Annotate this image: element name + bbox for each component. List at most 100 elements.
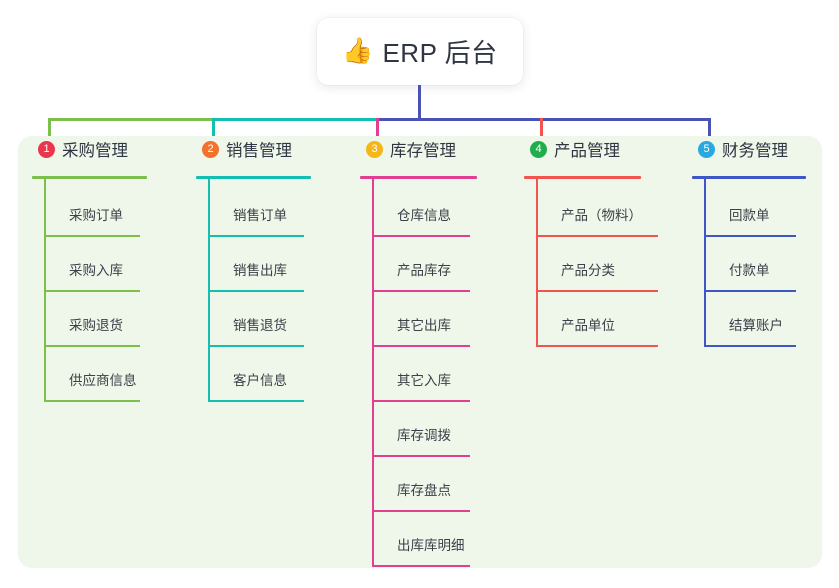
branch-item-label: 产品单位 [561, 318, 615, 333]
branch-header-5[interactable]: 5 财务管理 [692, 136, 839, 162]
branch-item[interactable]: 付款单 [704, 237, 796, 292]
branch-drop-4 [540, 118, 543, 152]
branch-title: 采购管理 [62, 142, 128, 160]
branch-item[interactable]: 库存盘点 [372, 457, 470, 512]
branch-item-label: 客户信息 [233, 373, 287, 388]
branch-item[interactable]: 其它出库 [372, 292, 470, 347]
branch-item-label: 销售出库 [233, 263, 287, 278]
bus-segment-2 [212, 118, 378, 121]
branch-item-label: 产品库存 [397, 263, 451, 278]
branch-item-underline [44, 345, 140, 347]
branch-item-label: 采购入库 [69, 263, 123, 278]
branch-item-label: 采购订单 [69, 208, 123, 223]
bus-segment-3 [376, 118, 710, 121]
branch-drop-5 [708, 118, 711, 152]
branch-number-badge: 3 [366, 140, 383, 158]
branch-item-underline [372, 455, 470, 457]
branch-item[interactable]: 结算账户 [704, 292, 796, 347]
branch-item-label: 产品分类 [561, 263, 615, 278]
branch-item-label: 产品（物料） [561, 208, 642, 223]
branch-item-underline [372, 345, 470, 347]
branch-item-label: 库存盘点 [397, 483, 451, 498]
branch-item-underline [536, 345, 658, 347]
branch-number-badge: 1 [38, 140, 55, 158]
branch-item-underline [372, 510, 470, 512]
branch-item-label: 出库库明细 [397, 538, 465, 553]
branch-header-2[interactable]: 2 销售管理 [196, 136, 351, 162]
branch-item[interactable]: 销售订单 [208, 182, 304, 237]
branch-header-4[interactable]: 4 产品管理 [524, 136, 681, 162]
branch-item-underline [372, 290, 470, 292]
branch-drop-2 [212, 118, 215, 152]
branch-item-underline [208, 400, 304, 402]
branch-item[interactable]: 产品（物料） [536, 182, 658, 237]
branch-item-underline [208, 290, 304, 292]
branch-header-underline [692, 176, 806, 179]
branch-item-label: 库存调拨 [397, 428, 451, 443]
branch-title: 产品管理 [554, 142, 620, 160]
branch-item[interactable]: 客户信息 [208, 347, 304, 402]
branch-item-underline [372, 235, 470, 237]
branches-panel: 1 采购管理采购订单采购入库采购退货供应商信息 2 销售管理销售订单销售出库销售退货客… [18, 136, 822, 568]
branch-drop-3 [376, 118, 379, 152]
branch-item[interactable]: 产品单位 [536, 292, 658, 347]
branch-item[interactable]: 采购入库 [44, 237, 140, 292]
branch-column-2: 2 销售管理销售订单销售出库销售退货客户信息 [196, 136, 351, 402]
branch-item-underline [208, 235, 304, 237]
branch-item-label: 销售退货 [233, 318, 287, 333]
root-node-title: ERP 后台 [382, 38, 498, 68]
branch-item[interactable]: 采购订单 [44, 182, 140, 237]
branch-header-underline [360, 176, 477, 179]
branch-item-underline [704, 290, 796, 292]
branch-item-label: 销售订单 [233, 208, 287, 223]
branch-item-label: 回款单 [729, 208, 770, 223]
branch-title: 财务管理 [722, 142, 788, 160]
branch-item-underline [536, 290, 658, 292]
branch-header-3[interactable]: 3 库存管理 [360, 136, 517, 162]
branch-item[interactable]: 出库库明细 [372, 512, 470, 567]
branch-number-badge: 2 [202, 140, 219, 158]
branch-item-label: 结算账户 [729, 318, 783, 333]
branch-column-1: 1 采购管理采购订单采购入库采购退货供应商信息 [32, 136, 187, 402]
branch-item[interactable]: 仓库信息 [372, 182, 470, 237]
branch-title: 库存管理 [390, 142, 456, 160]
branch-title: 销售管理 [226, 142, 292, 160]
branch-item-underline [372, 400, 470, 402]
branch-column-5: 5 财务管理回款单付款单结算账户 [692, 136, 839, 347]
branch-item-label: 其它入库 [397, 373, 451, 388]
branch-header-underline [524, 176, 641, 179]
branch-item[interactable]: 采购退货 [44, 292, 140, 347]
branch-header-underline [32, 176, 147, 179]
branch-item-underline [44, 235, 140, 237]
root-node-card[interactable]: 👍 ERP 后台 [317, 18, 523, 85]
branch-header-1[interactable]: 1 采购管理 [32, 136, 187, 162]
branch-number-badge: 4 [530, 140, 547, 158]
branch-spine [372, 179, 374, 567]
branch-item-underline [208, 345, 304, 347]
branch-item-underline [704, 345, 796, 347]
branch-item[interactable]: 产品库存 [372, 237, 470, 292]
branch-column-4: 4 产品管理产品（物料） 产品分类产品单位 [524, 136, 681, 347]
branch-header-underline [196, 176, 311, 179]
root-trunk-line [418, 85, 421, 121]
branch-spine [536, 179, 538, 347]
branch-item[interactable]: 库存调拨 [372, 402, 470, 457]
branch-item-underline [44, 400, 140, 402]
bus-segment-1 [48, 118, 214, 121]
branch-item[interactable]: 销售退货 [208, 292, 304, 347]
branch-item-underline [44, 290, 140, 292]
branch-item[interactable]: 供应商信息 [44, 347, 140, 402]
branch-item-underline [536, 235, 658, 237]
branch-item[interactable]: 其它入库 [372, 347, 470, 402]
root-node-content: 👍 ERP 后台 [342, 33, 497, 70]
branch-item-underline [372, 565, 470, 567]
branch-item-label: 采购退货 [69, 318, 123, 333]
branch-drop-1 [48, 118, 51, 152]
branch-item-label: 供应商信息 [69, 373, 137, 388]
branch-number-badge: 5 [698, 140, 715, 158]
branch-item[interactable]: 回款单 [704, 182, 796, 237]
branch-spine [704, 179, 706, 347]
branch-item[interactable]: 销售出库 [208, 237, 304, 292]
branch-item[interactable]: 产品分类 [536, 237, 658, 292]
